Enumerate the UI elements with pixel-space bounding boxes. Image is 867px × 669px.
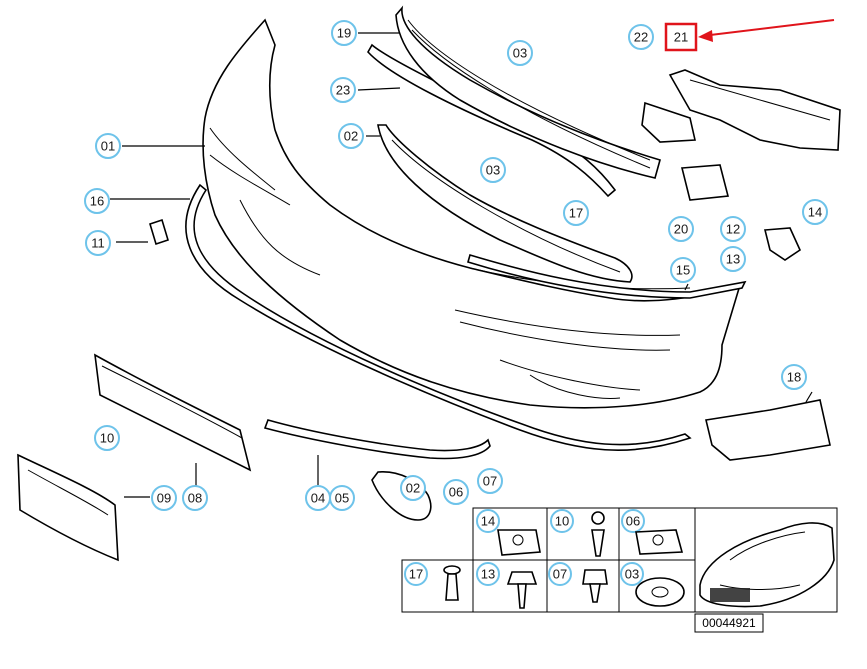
svg-text:10: 10 <box>100 431 114 446</box>
air-duct-upper <box>668 69 841 151</box>
highlight-arrow <box>698 19 835 42</box>
bumper-cover <box>202 18 742 409</box>
svg-text:08: 08 <box>188 491 202 506</box>
svg-text:17: 17 <box>569 206 583 221</box>
callout-19[interactable]: 19 <box>331 20 357 46</box>
svg-text:02: 02 <box>406 481 420 496</box>
callout-07[interactable]: 07 <box>477 468 503 494</box>
callout-05[interactable]: 05 <box>329 485 355 511</box>
lower-lip-strip <box>185 183 692 451</box>
svg-text:20: 20 <box>674 222 688 237</box>
svg-text:05: 05 <box>335 491 349 506</box>
svg-text:07: 07 <box>553 567 567 582</box>
svg-text:03: 03 <box>513 46 527 61</box>
grommet-03-icon <box>635 577 685 607</box>
small-clip <box>149 218 169 246</box>
callout-16[interactable]: 16 <box>84 188 110 214</box>
callout-09[interactable]: 09 <box>151 485 177 511</box>
svg-text:13: 13 <box>726 252 740 267</box>
leader-lines <box>110 32 813 498</box>
air-duct-small <box>641 101 696 143</box>
center-grille <box>377 124 633 283</box>
lower-trim <box>263 419 491 460</box>
callout-23[interactable]: 23 <box>330 77 356 103</box>
callout-04[interactable]: 04 <box>305 485 331 511</box>
legend-10: 10 <box>550 509 574 533</box>
svg-text:06: 06 <box>449 485 463 500</box>
legend-03: 03 <box>620 562 644 586</box>
svg-text:02: 02 <box>344 129 358 144</box>
highlight-box-21 <box>664 22 698 52</box>
callout-14[interactable]: 14 <box>802 199 828 225</box>
callout-01[interactable]: 01 <box>95 133 121 159</box>
right-strip <box>467 254 747 299</box>
push-pin-17-icon <box>443 565 461 601</box>
callout-21[interactable]: 21 <box>674 30 688 45</box>
legend-07: 07 <box>548 562 572 586</box>
svg-text:22: 22 <box>634 30 648 45</box>
svg-text:17: 17 <box>409 567 423 582</box>
svg-text:21: 21 <box>674 30 688 45</box>
car-silhouette-icon <box>699 522 835 608</box>
svg-text:14: 14 <box>808 205 822 220</box>
license-plate-bracket <box>94 353 252 472</box>
callout-13[interactable]: 13 <box>720 246 746 272</box>
svg-text:16: 16 <box>90 194 104 209</box>
svg-text:01: 01 <box>101 139 115 154</box>
svg-text:14: 14 <box>481 514 495 529</box>
air-duct-lower <box>705 399 831 461</box>
svg-text:11: 11 <box>91 236 105 251</box>
license-plate-base <box>17 453 119 562</box>
small-bracket <box>763 227 802 261</box>
svg-text:07: 07 <box>483 474 497 489</box>
fog-lamp <box>680 164 730 201</box>
svg-text:04: 04 <box>311 491 325 506</box>
svg-text:06: 06 <box>626 514 640 529</box>
callout-10[interactable]: 10 <box>94 425 120 451</box>
diagram-code-label: 00044921 <box>694 613 764 633</box>
clip-14-icon <box>497 529 541 556</box>
svg-text:18: 18 <box>787 370 801 385</box>
legend-17: 17 <box>404 562 428 586</box>
screw-13-icon <box>506 571 538 609</box>
callout-06[interactable]: 06 <box>443 479 469 505</box>
callout-12[interactable]: 12 <box>720 216 746 242</box>
legend-13: 13 <box>476 562 500 586</box>
callout-03-middle[interactable]: 03 <box>480 157 506 183</box>
callout-03-top[interactable]: 03 <box>507 40 533 66</box>
callout-02-top[interactable]: 02 <box>338 123 364 149</box>
svg-text:09: 09 <box>157 491 171 506</box>
bolt-07-icon <box>582 569 608 603</box>
svg-text:15: 15 <box>676 263 690 278</box>
svg-text:12: 12 <box>726 222 740 237</box>
callout-17[interactable]: 17 <box>563 200 589 226</box>
svg-text:23: 23 <box>336 83 350 98</box>
callout-22[interactable]: 22 <box>628 24 654 50</box>
callout-20[interactable]: 20 <box>668 216 694 242</box>
callout-11[interactable]: 11 <box>85 230 111 256</box>
svg-text:00044921: 00044921 <box>702 616 756 630</box>
legend-06: 06 <box>621 509 645 533</box>
legend-14: 14 <box>476 509 500 533</box>
callout-02-bottom[interactable]: 02 <box>400 475 426 501</box>
svg-text:13: 13 <box>481 567 495 582</box>
expansion-rivet-10-icon <box>591 511 605 557</box>
clip-06-icon <box>635 529 684 555</box>
svg-text:03: 03 <box>486 163 500 178</box>
svg-text:03: 03 <box>625 567 639 582</box>
callout-08[interactable]: 08 <box>182 485 208 511</box>
svg-text:19: 19 <box>337 26 351 41</box>
svg-text:10: 10 <box>555 514 569 529</box>
small-parts-legend: 14 10 06 17 13 07 03 <box>401 507 838 613</box>
callout-18[interactable]: 18 <box>781 364 807 390</box>
callout-15[interactable]: 15 <box>670 257 696 283</box>
